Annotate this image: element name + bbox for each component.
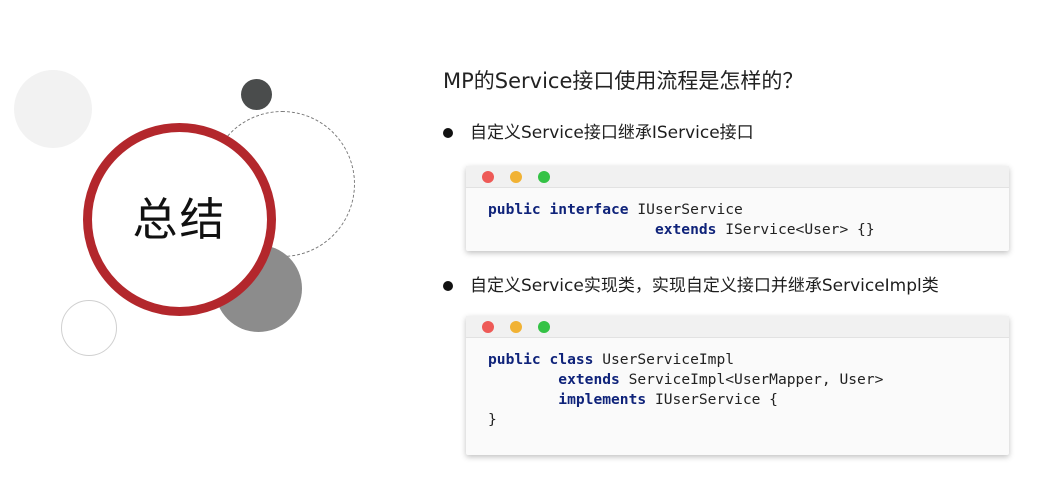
bullet-text: 自定义Service接口继承IService接口	[470, 123, 754, 143]
code-line: extends IService<User> {}	[488, 221, 875, 238]
code-keyword: extends	[654, 221, 717, 238]
window-titlebar	[466, 166, 1009, 188]
window-close-icon	[482, 320, 494, 333]
window-close-icon	[482, 170, 494, 183]
code-window-interface: public interface IUserService extends IS…	[466, 166, 1009, 251]
bullet-point-2: 自定义Service实现类，实现自定义接口并继承ServiceImpl类	[443, 274, 939, 298]
bullet-point-1: 自定义Service接口继承IService接口	[443, 121, 754, 145]
summary-ring: 总结	[83, 123, 276, 316]
code-token	[488, 391, 558, 408]
code-token: IUserService	[628, 201, 743, 218]
bullet-dot-icon	[443, 281, 453, 291]
summary-title: 总结	[132, 193, 227, 246]
decorative-light-circle	[14, 70, 92, 148]
window-titlebar	[466, 316, 1009, 338]
code-window-impl: public class UserServiceImpl extends Ser…	[466, 316, 1009, 455]
code-keyword: public class	[488, 351, 594, 368]
bullet-dot-icon	[443, 128, 453, 138]
code-block: public class UserServiceImpl extends Ser…	[466, 338, 1009, 430]
code-token	[488, 371, 558, 388]
code-token: UserServiceImpl	[593, 351, 735, 368]
code-line: public interface IUserService	[488, 201, 743, 218]
window-maximize-icon	[538, 170, 550, 183]
code-line: extends ServiceImpl<UserMapper, User>	[488, 371, 883, 388]
code-token: ServiceImpl<UserMapper, User>	[619, 371, 884, 388]
code-token: }	[488, 411, 497, 428]
code-line: }	[488, 411, 497, 428]
code-keyword: extends	[558, 371, 620, 388]
bullet-text: 自定义Service实现类，实现自定义接口并继承ServiceImpl类	[470, 276, 939, 296]
code-line: implements IUserService {	[488, 391, 778, 408]
code-token: IUserService {	[646, 391, 778, 408]
question-heading: MP的Service接口使用流程是怎样的？	[443, 69, 804, 93]
code-keyword: implements	[558, 391, 647, 408]
window-minimize-icon	[510, 320, 522, 333]
window-minimize-icon	[510, 170, 522, 183]
code-token	[488, 221, 655, 238]
code-keyword: public interface	[488, 201, 629, 218]
code-block: public interface IUserService extends IS…	[466, 188, 1009, 240]
code-line: public class UserServiceImpl	[488, 351, 734, 368]
code-token: IService<User> {}	[716, 221, 875, 238]
decorative-dark-circle	[241, 79, 272, 110]
window-maximize-icon	[538, 320, 550, 333]
decorative-outline-circle	[61, 300, 117, 356]
